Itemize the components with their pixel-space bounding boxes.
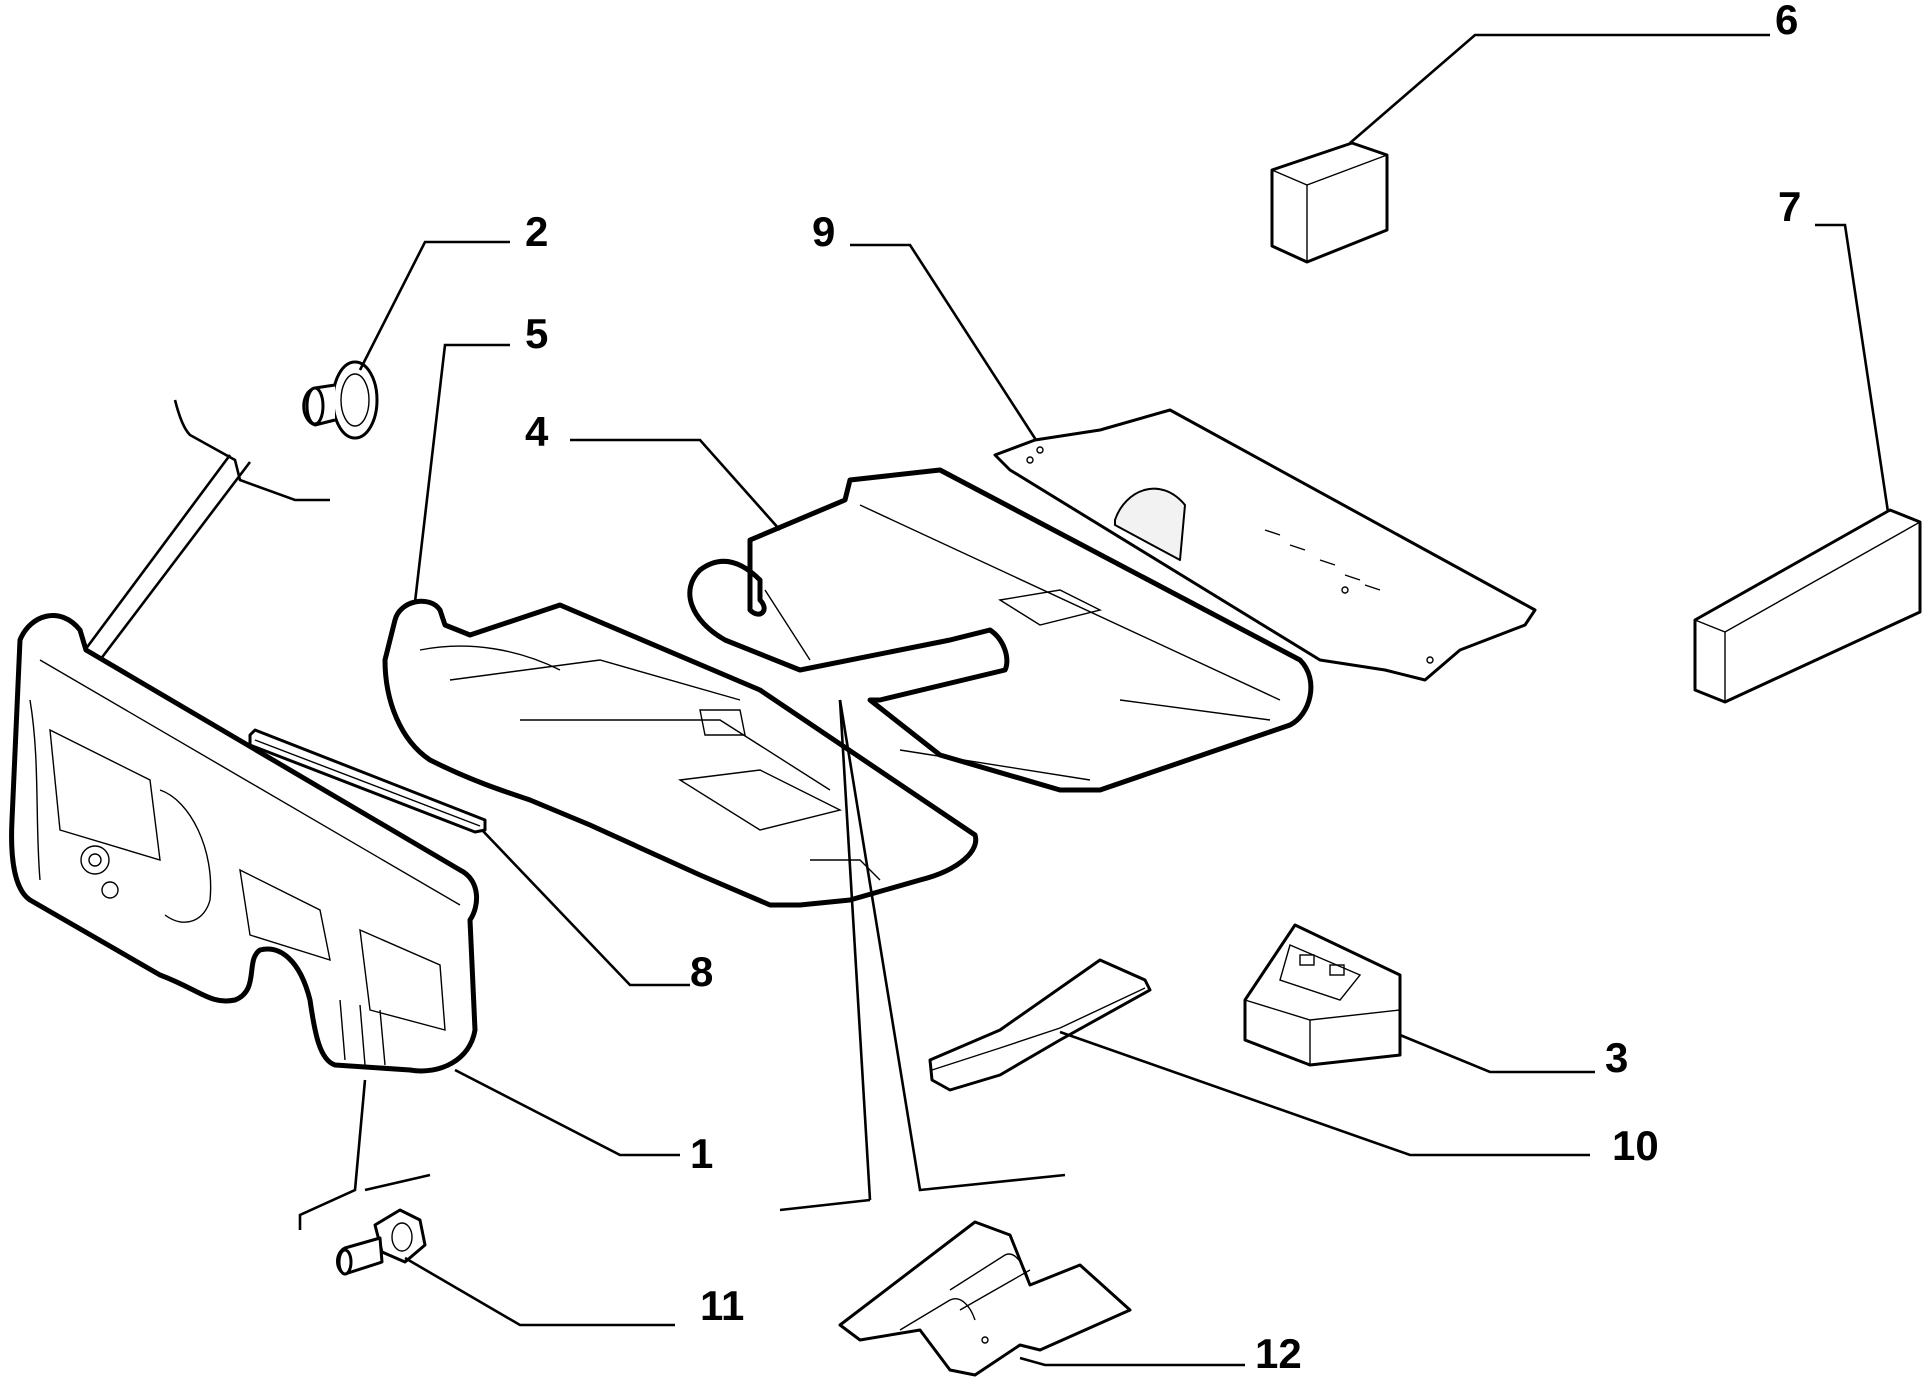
- leader-12: [1019, 1356, 1245, 1367]
- callout-4: 4: [525, 408, 549, 455]
- leader-9: [850, 243, 1038, 441]
- callout-3: 3: [1605, 1034, 1628, 1081]
- leader-1: [454, 1068, 680, 1157]
- part-2-grommet[interactable]: [302, 360, 379, 440]
- leader-11: [404, 1256, 675, 1327]
- callout-12: 12: [1255, 1330, 1302, 1377]
- callout-8: 8: [690, 948, 713, 995]
- part-10-foam-strip[interactable]: [928, 958, 1152, 1092]
- leader-10: [1059, 1030, 1590, 1157]
- assembly-lines: [83, 399, 1066, 1230]
- part-4-floor-mat[interactable]: [687, 467, 1314, 793]
- callout-5: 5: [525, 310, 548, 357]
- part-11-bolt[interactable]: [336, 1208, 427, 1276]
- part-1-bulkhead-insulation[interactable]: [9, 613, 480, 1074]
- callout-10: 10: [1612, 1122, 1659, 1169]
- leader-6: [1349, 33, 1770, 144]
- callout-labels: 1 2 3 4 5 6 7 8 9 10 11 12: [525, 0, 1801, 1377]
- part-6-foam-cube[interactable]: [1270, 141, 1389, 264]
- leader-4: [570, 438, 781, 531]
- callout-2: 2: [525, 208, 548, 255]
- callout-1: 1: [690, 1130, 713, 1177]
- part-7-foam-bar[interactable]: [1693, 508, 1922, 704]
- part-5-front-floor-mat[interactable]: [382, 598, 979, 908]
- part-12-tunnel-cover[interactable]: [838, 1220, 1132, 1377]
- leader-lines: [358, 33, 1890, 1367]
- leader-2: [358, 240, 510, 371]
- part-9-heat-shield[interactable]: [993, 408, 1537, 682]
- leader-5: [413, 343, 510, 603]
- leader-7: [1815, 223, 1890, 513]
- leader-8: [481, 829, 690, 987]
- leader-3: [1399, 1033, 1595, 1074]
- callout-6: 6: [1775, 0, 1798, 43]
- callout-9: 9: [812, 208, 835, 255]
- part-3-foam-block[interactable]: [1243, 923, 1402, 1067]
- callout-7: 7: [1778, 183, 1801, 230]
- callout-11: 11: [700, 1282, 744, 1329]
- part-8-strip-seal[interactable]: [248, 728, 487, 834]
